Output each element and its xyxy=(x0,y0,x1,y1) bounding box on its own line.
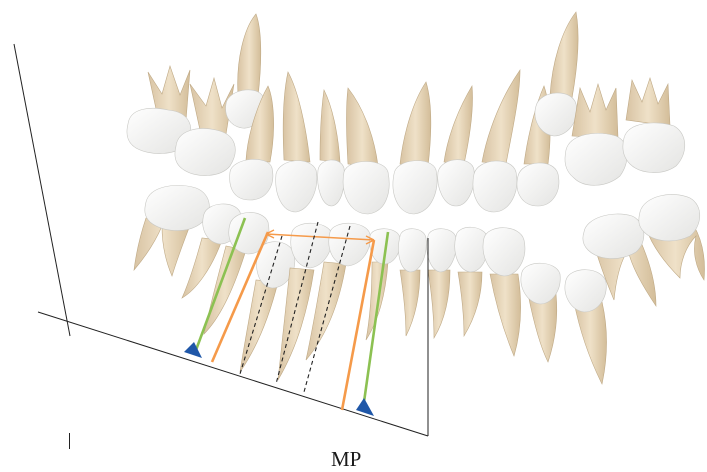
lower-right-second-premolar xyxy=(483,228,525,356)
upper-left-lateral-incisor xyxy=(318,90,345,206)
upper-right-second-molar xyxy=(623,78,685,173)
angle-markers xyxy=(184,342,374,416)
lower-right-premolar-3 xyxy=(521,263,560,362)
lower-right-central-incisor xyxy=(366,229,400,340)
mandibular-plane-label: MP xyxy=(331,447,361,472)
upper-right-first-molar xyxy=(565,84,627,185)
vertical-reference-line xyxy=(14,44,70,336)
upper-arch xyxy=(127,12,685,214)
lower-right-premolar-4 xyxy=(565,270,607,384)
upper-left-central-incisor xyxy=(343,88,389,214)
lower-right-canine xyxy=(427,229,457,338)
right-angle-marker xyxy=(356,398,374,416)
upper-right-lateral-incisor xyxy=(438,86,475,206)
small-tick-mark xyxy=(69,433,70,449)
upper-right-central-incisor xyxy=(393,82,437,214)
lower-right-lateral-incisor xyxy=(398,229,426,336)
upper-right-canine xyxy=(473,70,520,212)
upper-right-premolar-high xyxy=(535,12,578,136)
upper-left-canine xyxy=(276,72,317,212)
